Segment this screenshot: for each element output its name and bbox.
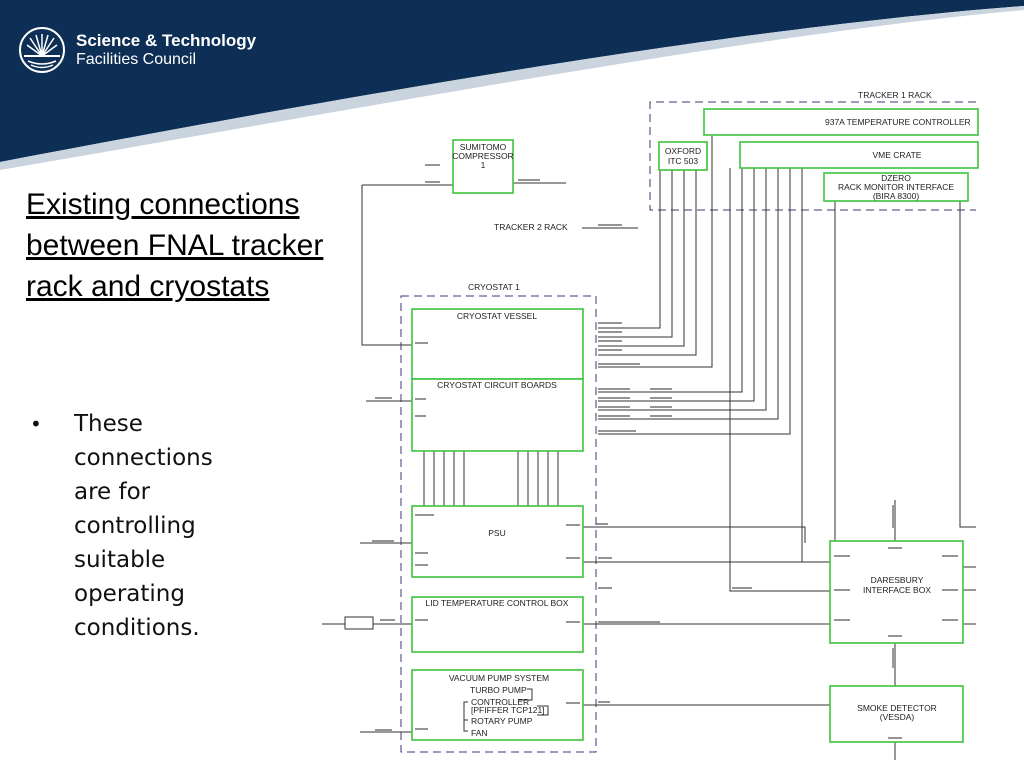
bullet-dot-icon: •: [30, 412, 42, 436]
vacuum-pump-system-box: [411, 669, 584, 741]
vacuum-label-4: [PFIFFER TCP121]: [471, 705, 545, 715]
lid-temperature-control-box: [411, 596, 584, 653]
oxford-itc-box: [658, 141, 708, 171]
cryostat-circuit-boards-box: [411, 378, 584, 452]
header-banner: [0, 0, 1024, 170]
vacuum-label-5: ROTARY PUMP: [471, 716, 533, 726]
vacuum-label-1: VACUUM PUMP SYSTEM: [449, 673, 549, 683]
dzero-label-2: RACK MONITOR INTERFACE: [838, 182, 954, 192]
circuit-boards-label: CRYOSTAT CIRCUIT BOARDS: [437, 380, 557, 390]
dzero-label-1: DZERO: [881, 173, 911, 183]
cryostat-vessel-label: CRYOSTAT VESSEL: [457, 311, 537, 321]
sunburst-icon: [19, 27, 65, 73]
sumitomo-compressor-box: [452, 139, 514, 194]
vme-crate-label: VME CRATE: [873, 150, 922, 160]
wires: [322, 136, 976, 760]
lid-temperature-label: LID TEMPERATURE CONTROL BOX: [426, 598, 569, 608]
sumitomo-label-2: COMPRESSOR: [452, 151, 513, 161]
dzero-label-3: (BIRA 8300): [873, 191, 919, 201]
vacuum-label-3: CONTROLLER: [471, 697, 529, 707]
vacuum-label-6: FAN: [471, 728, 488, 738]
vme-crate-box: [739, 141, 979, 169]
org-name-line1: Science & Technology: [76, 31, 257, 50]
sumitomo-label-1: SUMITOMO: [460, 142, 507, 152]
psu-label: PSU: [488, 528, 505, 538]
tracker2-rack-label: TRACKER 2 RACK: [494, 222, 568, 232]
cryostat1-label: CRYOSTAT 1: [468, 282, 520, 292]
port-markings: [372, 164, 958, 739]
bullet-text: These connections are for controlling su…: [74, 411, 213, 641]
psu-box: [411, 505, 584, 578]
smoke-label-2: (VESDA): [880, 712, 915, 722]
daresbury-label-1: DARESBURY: [871, 575, 924, 585]
cryostat-vessel-box: [411, 308, 584, 380]
smoke-detector-box: [829, 685, 964, 743]
daresbury-label-2: INTERFACE BOX: [863, 585, 931, 595]
tracker1-rack-boundary: [649, 101, 976, 211]
org-name-line2: Facilities Council: [76, 51, 197, 68]
slide-title: Existing connections between FNAL tracke…: [26, 188, 324, 303]
oxford-label-2: ITC 503: [668, 156, 699, 166]
bullet-point: • These connections are for controlling …: [30, 407, 240, 645]
daresbury-interface-box: [829, 540, 964, 644]
stfc-logo: Science & Technology Facilities Council: [18, 26, 256, 74]
dzero-interface-box: [823, 172, 969, 202]
transformer-symbol: [344, 616, 374, 630]
temperature-controller-label: 937A TEMPERATURE CONTROLLER: [825, 117, 971, 127]
temperature-controller-box: [703, 108, 979, 136]
vacuum-label-2: TURBO PUMP: [470, 685, 527, 695]
oxford-label-1: OXFORD: [665, 146, 701, 156]
tracker1-rack-label: TRACKER 1 RACK: [858, 90, 932, 100]
sumitomo-label-3: 1: [481, 160, 486, 170]
smoke-label-1: SMOKE DETECTOR: [857, 703, 937, 713]
